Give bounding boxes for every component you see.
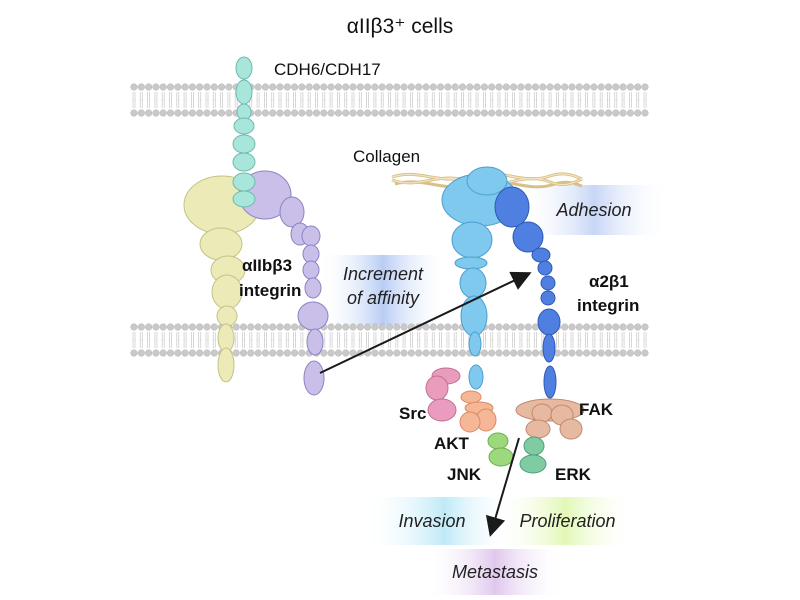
increment-line2: of affinity: [346, 288, 420, 308]
arrow-affinity-to-a2b1: [319, 271, 532, 374]
cdh-cadherin-chain: [232, 56, 256, 172]
cdh-label: CDH6/CDH17: [274, 60, 381, 79]
aiib3-label-line1: αIIbβ3: [242, 256, 293, 275]
erk-protein: [519, 436, 547, 474]
metastasis-box-bg: [425, 549, 565, 595]
arrow-signaling-to-outcomes: [485, 437, 520, 537]
akt-label: AKT: [434, 434, 469, 453]
proliferation-box-bg: [495, 497, 635, 545]
fak-label: FAK: [579, 400, 613, 419]
increment-box-bg: [318, 255, 448, 325]
a2b1-label-line1: α2β1: [589, 272, 629, 291]
adhesion-box: Adhesion: [556, 199, 632, 220]
adhesion-box-bg: [520, 185, 668, 235]
aiib3-label-line2: integrin: [239, 281, 302, 300]
figure-title: αIIβ3⁺ cells: [346, 15, 454, 38]
increment-line1: Increment: [342, 264, 424, 284]
akt-protein: [459, 390, 497, 433]
increment-of-affinity-box: Increment of affinity: [318, 262, 448, 310]
a2b1-beta-subunit: [494, 186, 561, 399]
src-protein: [425, 367, 461, 422]
invasion-box: Invasion: [398, 510, 466, 531]
cdh-overlap: [232, 172, 256, 208]
src-label: Src: [399, 404, 427, 423]
collagen-label: Collagen: [353, 147, 421, 166]
jnk-protein: [487, 432, 514, 467]
cell-membranes: [130, 83, 649, 357]
fak-protein: [515, 398, 585, 440]
a2b1-label-line2: integrin: [577, 296, 640, 315]
proliferation-box: Proliferation: [519, 510, 616, 531]
metastasis-box: Metastasis: [451, 561, 539, 582]
jnk-label: JNK: [447, 465, 482, 484]
erk-label: ERK: [555, 465, 591, 484]
